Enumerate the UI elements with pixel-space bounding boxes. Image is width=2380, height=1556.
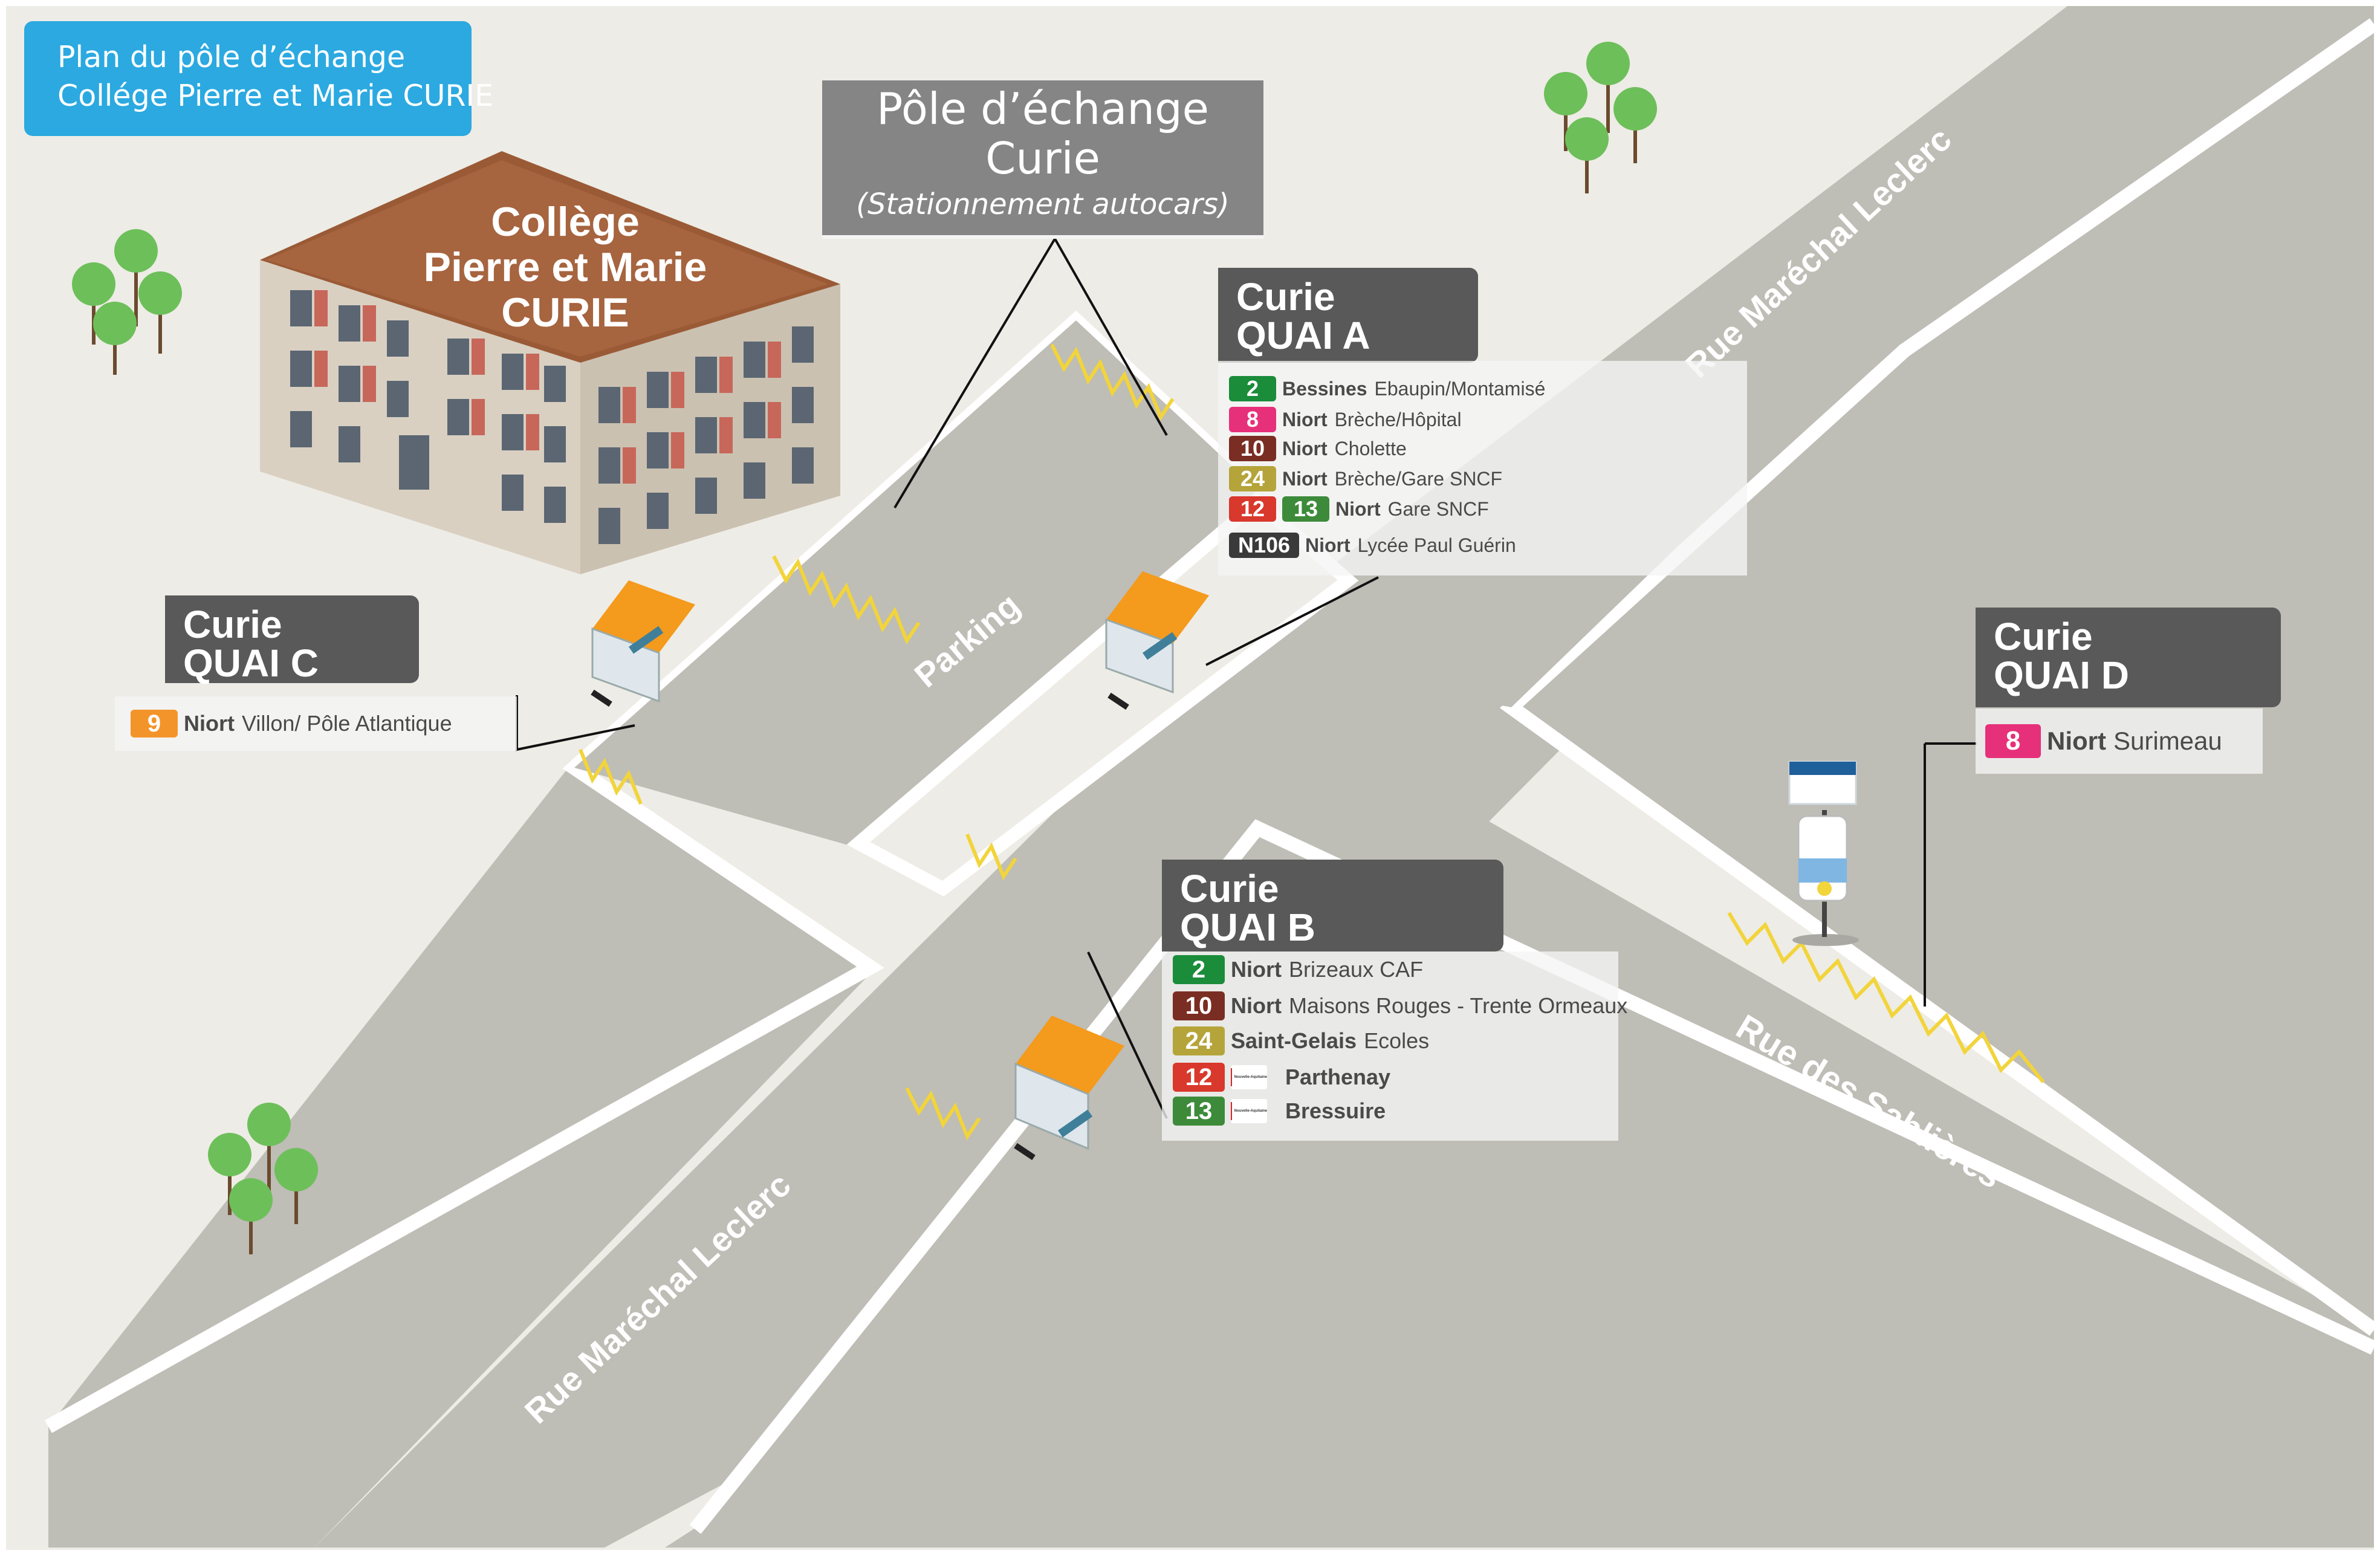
line-destination: Brèche/Hôpital [1334,408,1462,430]
quai-a-line-row: 12 13 Niort Gare SNCF [1229,496,1489,522]
line-city: Niort [1282,437,1328,459]
quai-a-line-row: N106 Niort Lycée Paul Guérin [1229,533,1516,558]
line-badge: 2 [1173,955,1225,984]
bus-shelter-a [1105,571,1209,710]
line-city: Niort [2047,727,2106,755]
line-city: Niort [1335,498,1381,520]
quai-a-name2: QUAI A [1236,314,1370,357]
school-label-line2: Pierre et Marie [423,244,707,290]
line-badge: 8 [1985,724,2041,758]
line-destination: Cholette [1334,437,1407,459]
line-badge: 2 [1229,376,1276,401]
quai-b-line-row: 10 Niort Maisons Rouges - Trente Ormeaux [1173,991,1627,1020]
map-title-line2: Collége Pierre et Marie CURIE [57,79,493,113]
school-label-line3: CURIE [501,290,629,336]
line-destination: Maisons Rouges - Trente Ormeaux [1289,993,1628,1018]
line-badge: 24 [1173,1026,1225,1055]
quai-d-line-row: 8 Niort Surimeau [1985,724,2222,758]
quai-d-header: Curie QUAI D [1976,608,2281,707]
quai-a-line-row: 24 Niort Brèche/Gare SNCF [1229,466,1502,491]
map-title-line1: Plan du pôle d’échange [57,40,406,74]
bus-shelter-c [591,580,695,707]
line-city: Niort [1231,957,1282,982]
line-badge: 10 [1229,436,1276,461]
trees-bottom-left [208,1103,318,1254]
bus-stop-sign [1788,760,1859,946]
line-destination: Brizeaux CAF [1289,957,1424,982]
school-building [260,151,840,574]
quai-c-name1: Curie [183,603,282,646]
quai-c-line-row: 9 Niort Villon/ Pôle Atlantique [131,710,452,737]
line-badge: 24 [1229,466,1276,491]
line-city: Niort [184,711,235,736]
region-logo-text: Nouvelle-Aquitaine [1234,1109,1267,1113]
quai-b-lines-panel: 2 Niort Brizeaux CAF 10 Niort Maisons Ro… [1162,951,1627,1141]
line-destination: Lycée Paul Guérin [1357,534,1516,556]
line-destination: Surimeau [2113,727,2222,755]
quai-a-line-row: 8 Niort Brèche/Hôpital [1229,407,1462,432]
line-city: Niort [1231,993,1282,1018]
region-logo-icon: Nouvelle-Aquitaine [1231,1065,1267,1089]
line-badge: 12 [1229,496,1276,522]
map-title: Plan du pôle d’échange Collége Pierre et… [24,21,493,136]
connector-lines [516,238,1977,1119]
quai-c-header: Curie QUAI C [165,595,419,683]
quai-a-line-row: 2 Bessines Ebaupin/Montamisé [1229,376,1545,401]
line-badge: 12 [1173,1063,1225,1092]
line-destination: Ecoles [1364,1028,1430,1053]
pole-echange-line1: Pôle d’échange [877,83,1209,134]
quai-b-line-row: 13 Nouvelle-Aquitaine Bressuire [1173,1097,1393,1126]
line-badge: 8 [1229,407,1276,432]
quai-b-line-row: 24 Saint-Gelais Ecoles [1173,1026,1429,1055]
quai-b-line-row: 2 Niort Brizeaux CAF [1173,955,1423,984]
line-badge: 13 [1173,1097,1225,1126]
road-left [48,768,877,1548]
quai-d-name2: QUAI D [1994,653,2129,697]
parking-area [574,320,1257,852]
quai-b-name2: QUAI B [1180,906,1315,949]
pole-echange-label: Pôle d’échange Curie (Stationnement auto… [822,80,1263,239]
region-logo-text: Nouvelle-Aquitaine [1234,1075,1267,1079]
line-city: Niort [1282,467,1328,490]
line-badge: 13 [1282,496,1329,522]
pole-echange-subtitle: (Stationnement autocars) [856,187,1230,221]
quai-d-name1: Curie [1994,615,2093,658]
line-destination: Gare SNCF [1387,498,1489,520]
quai-a-line-row: 10 Niort Cholette [1229,436,1407,461]
pole-echange-line2: Curie [985,133,1100,184]
line-city: Saint-Gelais [1231,1028,1357,1053]
line-destination: Ebaupin/Montamisé [1374,377,1546,400]
road-area-right [1511,6,2374,1330]
bus-zigzag-markings [579,343,2045,1141]
line-city: Bessines [1282,377,1367,400]
line-destination: Villon/ Pôle Atlantique [242,711,452,736]
line-badge: 10 [1173,991,1225,1020]
line-badge: N106 [1229,533,1299,558]
trees-top-right [1544,42,1657,193]
quai-b-line-row: 12 Nouvelle-Aquitaine Parthenay [1173,1063,1398,1092]
line-city: Niort [1282,408,1328,430]
line-destination: Brèche/Gare SNCF [1334,467,1503,490]
quai-a-lines-panel: 2 Bessines Ebaupin/Montamisé 8 Niort Brè… [1218,361,1747,575]
line-city: Parthenay [1285,1065,1391,1089]
bus-shelter-b [1014,1016,1124,1161]
quai-b-header: Curie QUAI B [1162,860,1503,951]
quai-c-name2: QUAI C [183,641,319,685]
quai-a-name1: Curie [1236,275,1335,319]
quai-c-lines-panel: 9 Niort Villon/ Pôle Atlantique [115,696,517,751]
quai-d-lines-panel: 8 Niort Surimeau [1976,708,2263,774]
region-logo-icon: Nouvelle-Aquitaine [1231,1099,1267,1123]
school-label-line1: Collège [491,199,640,245]
line-city: Bressuire [1285,1098,1386,1123]
school-label: Collège Pierre et Marie CURIE [363,199,768,336]
quai-a-header: Curie QUAI A [1218,268,1478,363]
trees-left-top [72,229,182,375]
quai-b-name1: Curie [1180,867,1279,910]
line-badge: 9 [131,710,178,737]
line-city: Niort [1305,534,1351,556]
